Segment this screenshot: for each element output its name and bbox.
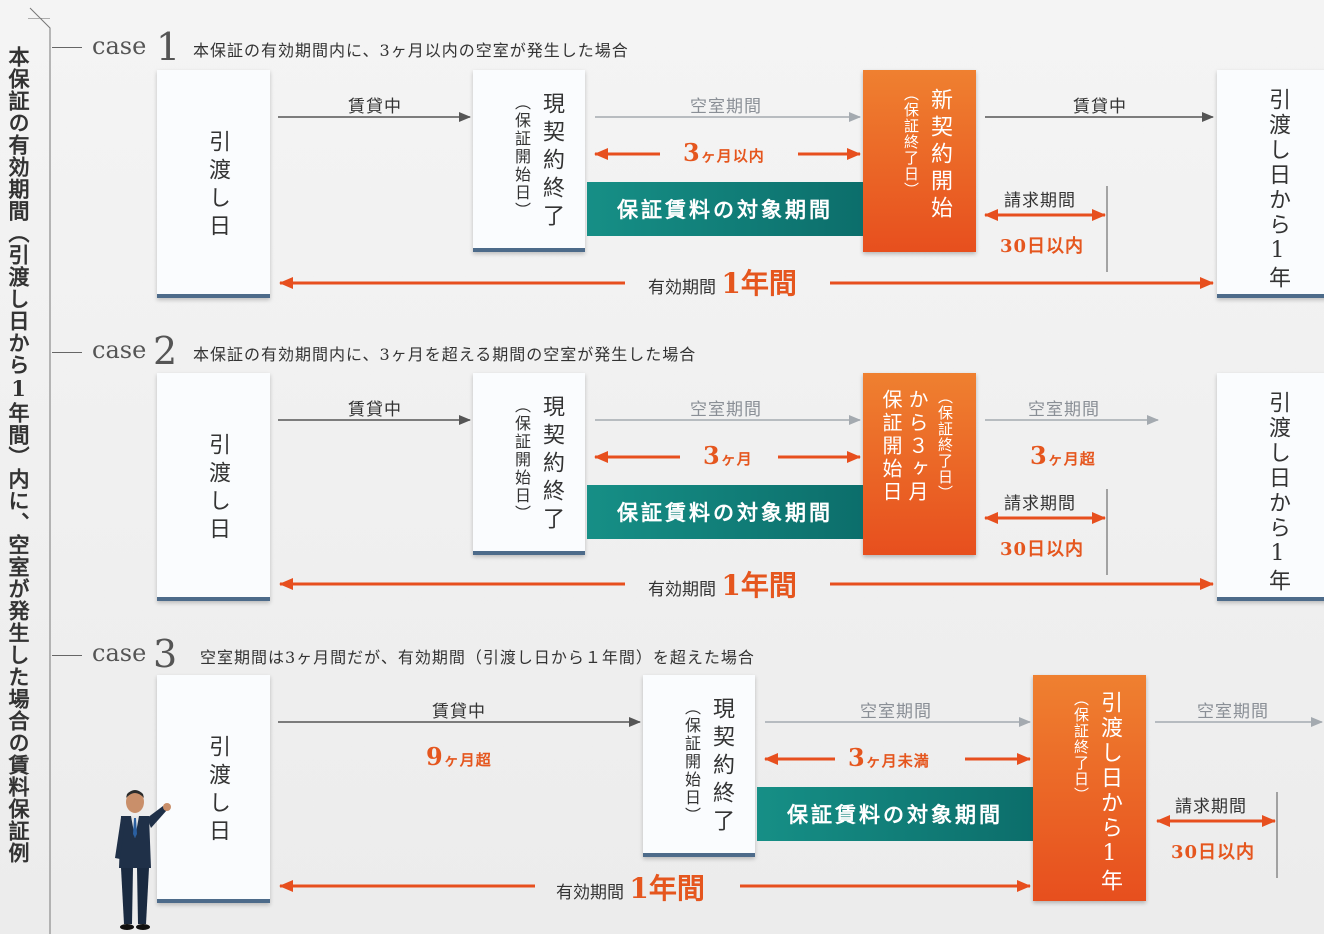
case3-handover-card: 引渡し日 [157, 675, 270, 903]
case1-renting2-label: 賃貸中 [1073, 97, 1127, 117]
case3-renting-label: 賃貸中 [432, 702, 486, 722]
case3-valid-period: 有効期間 1年間 [556, 872, 705, 905]
case2-contract-end-label: 現契約終了 [539, 395, 564, 535]
case1-within30-label: 30日以内 [1000, 236, 1085, 257]
case3-vacancy-label: 空室期間 [860, 702, 932, 722]
case2-within30-label: 30日以内 [1000, 539, 1085, 560]
case3-word: case [92, 639, 147, 667]
case3-renting-months-label: 9ヶ月超 [426, 742, 492, 771]
case1-new-contract-label: 新契約開始 [927, 88, 952, 223]
case1-months-label: 3ヶ月以内 [683, 138, 765, 167]
case3-one-year-label: 引渡し日から1年 [1097, 691, 1122, 894]
case1-line [52, 47, 82, 48]
case2-one-year-card: 引渡し日から1年 [1217, 373, 1324, 601]
case3-number: 3 [153, 632, 178, 676]
case2-vacancy2-label: 空室期間 [1028, 400, 1100, 420]
case2-valid-period: 有効期間 1年間 [648, 569, 797, 602]
case3-orange-box: 引渡し日から1年 （保証終了日） [1033, 675, 1146, 901]
case2-vacancy-label: 空室期間 [690, 400, 762, 420]
case2-line [52, 352, 82, 353]
case2-billing-label: 請求期間 [1004, 494, 1076, 514]
case2-target-period: 保証賃料の対象期間 [587, 485, 863, 539]
case2-three-months-line: から３ヶ月 [905, 389, 929, 504]
side-label: 本保証の有効期間（引渡し日から1年間）内に、空室が発生した場合の賃料保証例 [6, 46, 31, 864]
side-frame [29, 7, 51, 934]
case1-number: 1 [156, 25, 181, 69]
case1-handover-card: 引渡し日 [157, 70, 270, 298]
case2-handover-card: 引渡し日 [157, 373, 270, 601]
case2-contract-end-card: 現契約終了 （保証開始日） [473, 373, 585, 555]
case2-renting-label: 賃貸中 [348, 400, 402, 420]
case2-handover-label: 引渡し日 [205, 433, 230, 545]
case2-months-label: 3ヶ月 [703, 441, 753, 470]
case1-guarantee-end-label: （保証終了日） [902, 86, 920, 198]
case1-guarantee-start-label: （保証開始日） [512, 94, 531, 220]
case1-orange-box: 新契約開始 （保証終了日） [863, 70, 976, 252]
case1-handover-label: 引渡し日 [205, 130, 230, 242]
case2-one-year-label: 引渡し日から1年 [1265, 391, 1290, 594]
case1-contract-end-card: 現契約終了 （保証開始日） [473, 70, 585, 252]
case1-title: 本保証の有効期間内に、3ヶ月以内の空室が発生した場合 [193, 41, 629, 60]
case1-word: case [92, 32, 147, 60]
case1-one-year-card: 引渡し日から1年 [1217, 70, 1324, 298]
case3-contract-end-label: 現契約終了 [709, 697, 734, 837]
case3-guarantee-end-label: （保証終了日） [1072, 691, 1090, 803]
case3-handover-label: 引渡し日 [205, 735, 230, 847]
case1-renting-label: 賃貸中 [348, 97, 402, 117]
case3-within30-label: 30日以内 [1171, 842, 1256, 863]
case1-target-period: 保証賃料の対象期間 [587, 182, 863, 236]
case2-guarantee-end-label: （保証終了日） [936, 389, 954, 501]
case1-valid-period: 有効期間 1年間 [648, 267, 797, 300]
case1-billing-label: 請求期間 [1004, 191, 1076, 211]
case2-over-label: 3ヶ月超 [1030, 441, 1096, 470]
case3-target-period: 保証賃料の対象期間 [757, 787, 1033, 841]
case2-number: 2 [153, 329, 178, 373]
case2-word: case [92, 336, 147, 364]
case2-guarantee-start-line: 保証開始日 [879, 389, 903, 504]
case3-billing-label: 請求期間 [1175, 797, 1247, 817]
case2-orange-box: 保証開始日 から３ヶ月 （保証終了日） [863, 373, 976, 555]
case3-vacancy2-label: 空室期間 [1197, 702, 1269, 722]
case2-title: 本保証の有効期間内に、3ヶ月を超える期間の空室が発生した場合 [193, 345, 697, 364]
case2-guarantee-start-label: （保証開始日） [512, 397, 531, 523]
businessman-pointing-icon [115, 790, 171, 930]
case1-contract-end-label: 現契約終了 [539, 92, 564, 232]
case1-vacancy-label: 空室期間 [690, 97, 762, 117]
case3-title: 空室期間は3ヶ月間だが、有効期間（引渡し日から１年間）を超えた場合 [200, 648, 755, 667]
case3-guarantee-start-label: （保証開始日） [682, 699, 701, 825]
case3-months-label: 3ヶ月未満 [848, 743, 930, 772]
case3-line [52, 655, 82, 656]
case3-contract-end-card: 現契約終了 （保証開始日） [643, 675, 755, 857]
case1-one-year-label: 引渡し日から1年 [1265, 88, 1290, 291]
